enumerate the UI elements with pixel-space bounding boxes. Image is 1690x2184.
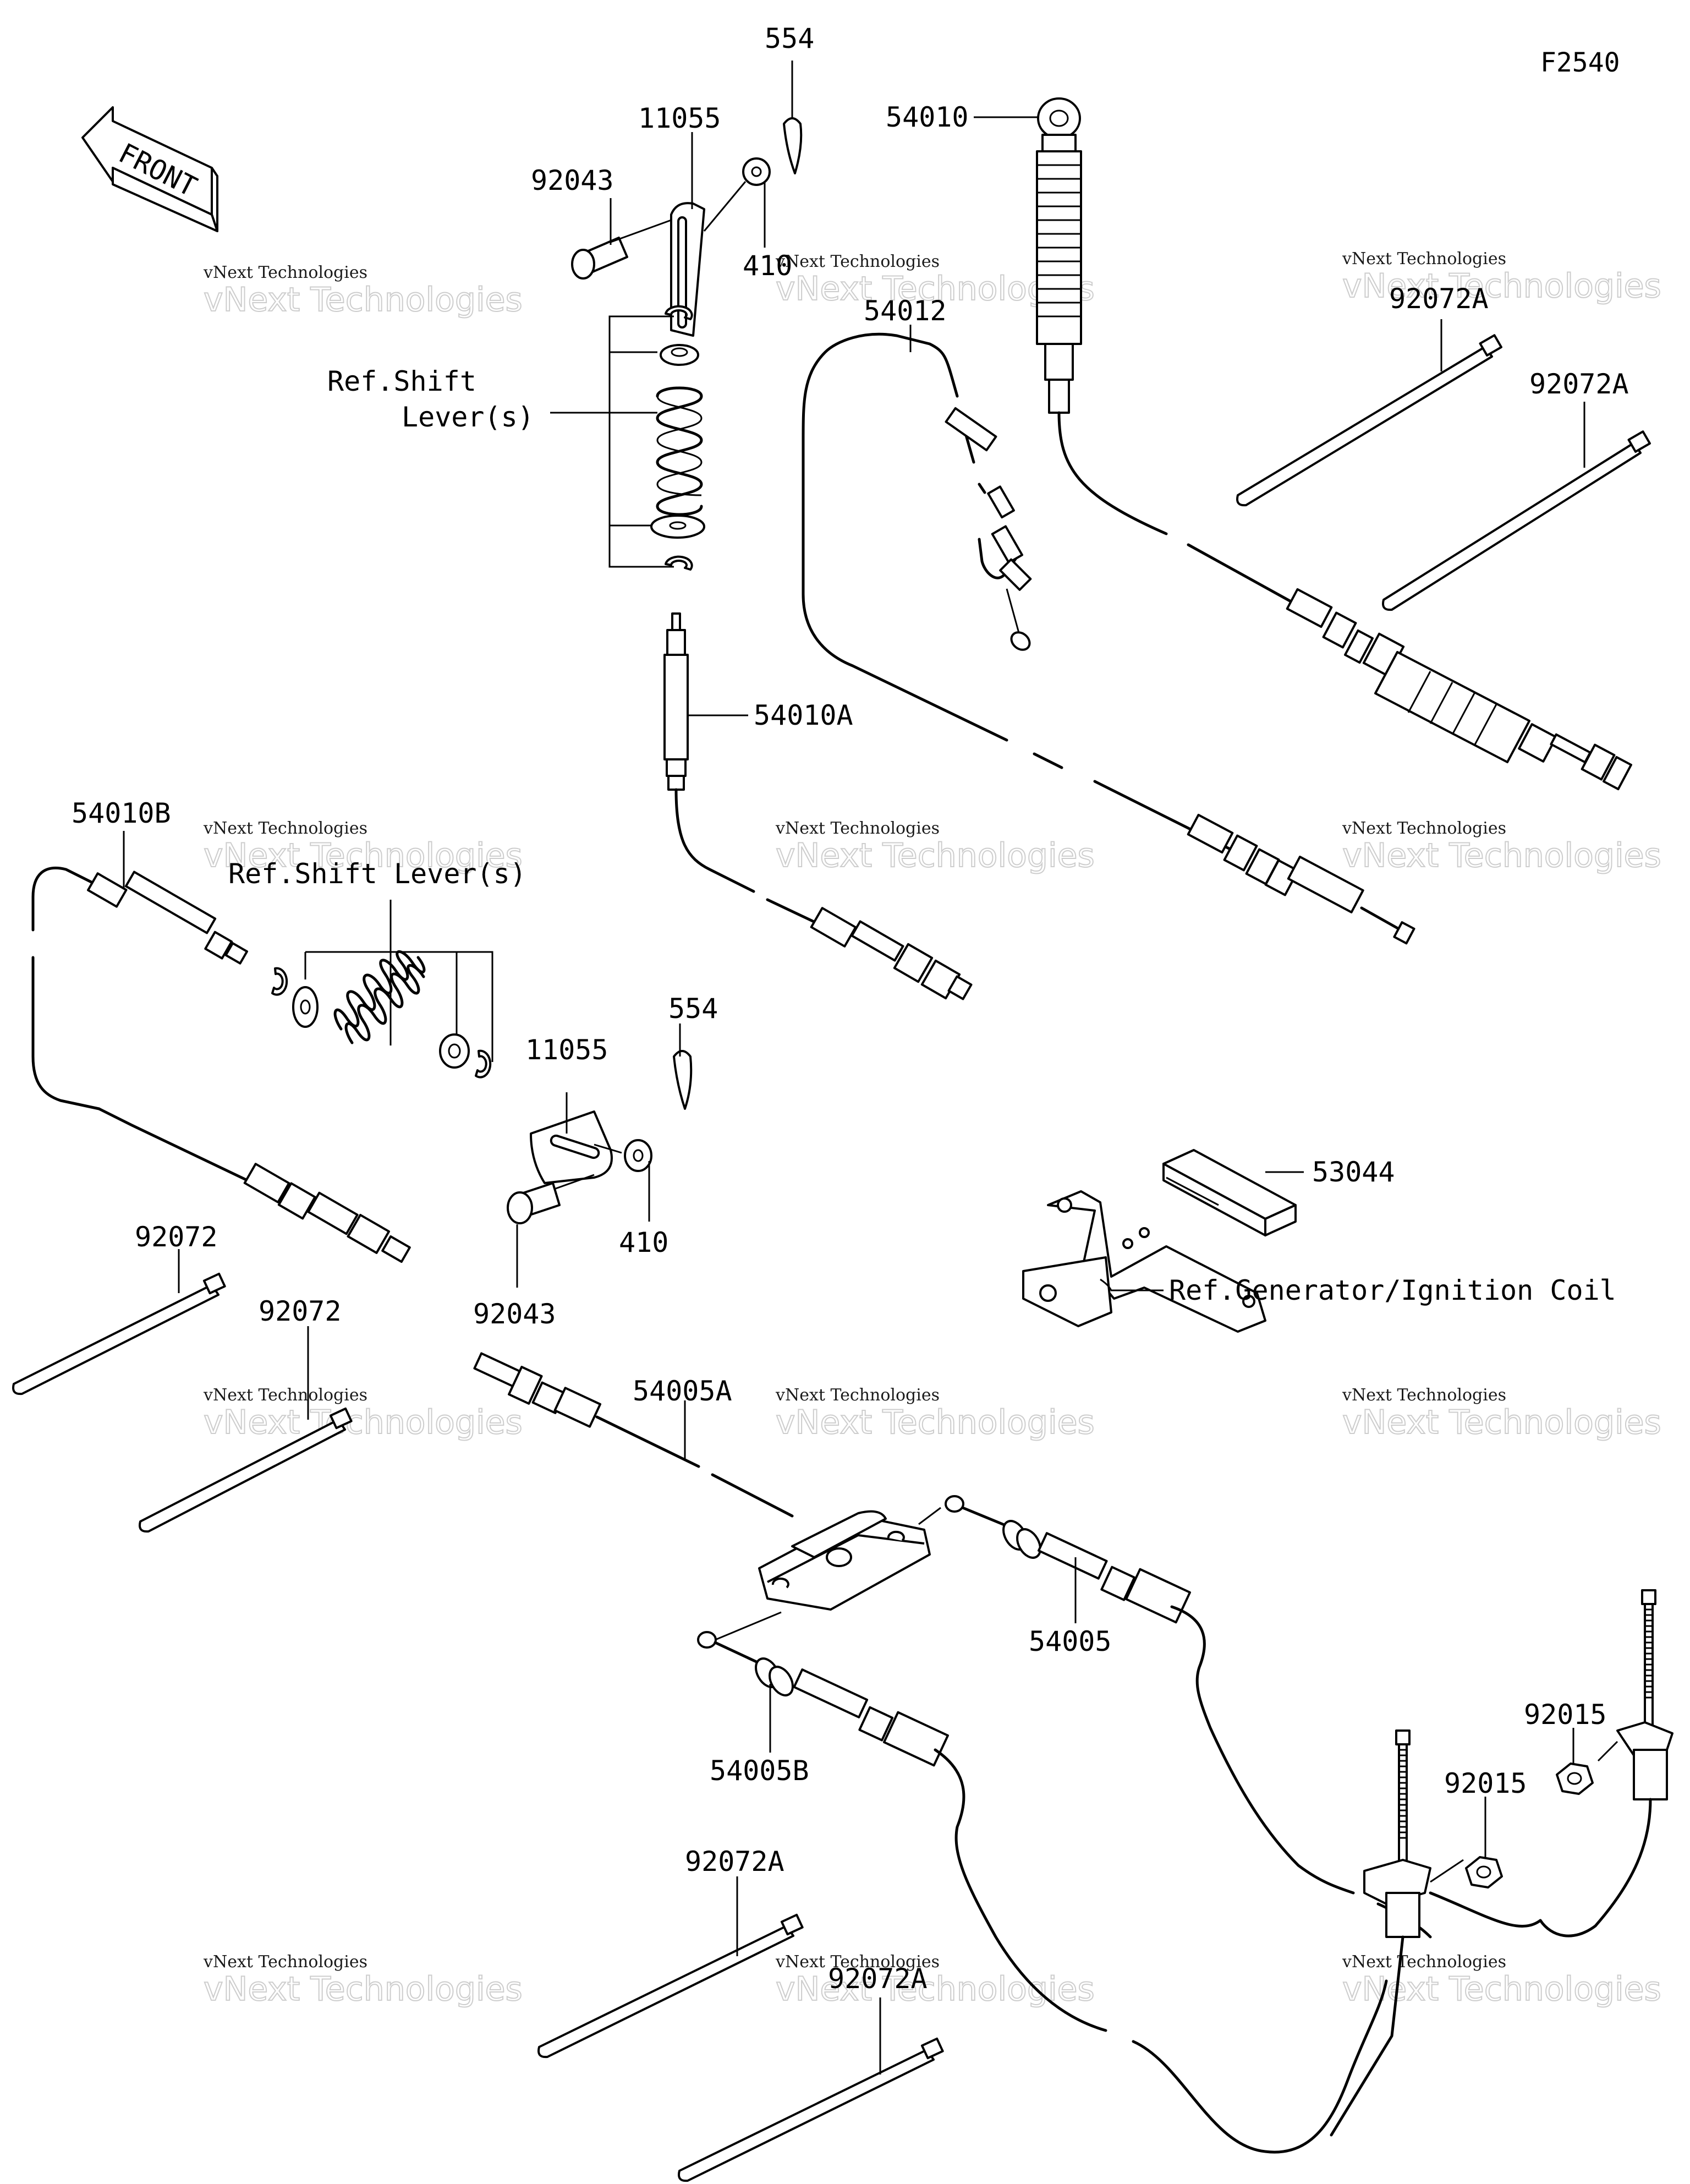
svg-text:vNext Technologies: vNext Technologies (203, 1386, 367, 1405)
svg-text:vNext Technologies: vNext Technologies (1342, 1403, 1661, 1442)
cable-54005b (697, 1631, 1388, 2154)
label-92043-mid: 92043 (473, 1298, 556, 1330)
label-92072a-tr2: 92072A (1529, 368, 1629, 400)
label-554-mid: 554 (668, 993, 718, 1025)
mid-shift-linkage (271, 900, 693, 1288)
cable-54012 (802, 325, 1415, 945)
washer-top (650, 514, 705, 539)
cable-54005a (473, 1352, 794, 1518)
tie-92072a-b1 (537, 1876, 804, 2059)
label-ref-shift-top-1: Ref.Shift (327, 365, 476, 397)
svg-text:vNext Technologies: vNext Technologies (1342, 1952, 1506, 1972)
cable-54010b (31, 831, 411, 1263)
label-92072-2: 92072 (259, 1295, 342, 1327)
tie-92072a-tr1 (1236, 319, 1502, 507)
svg-text:vNext Technologies: vNext Technologies (776, 836, 1095, 875)
svg-text:vNext Technologies: vNext Technologies (204, 1970, 523, 2008)
svg-text:vNext Technologies: vNext Technologies (1342, 1970, 1661, 2008)
label-54010a: 54010A (754, 699, 853, 731)
label-ref-shift-mid: Ref.Shift Lever(s) (228, 858, 526, 890)
svg-text:vNext Technologies: vNext Technologies (203, 263, 367, 282)
svg-text:vNext Technologies: vNext Technologies (203, 1952, 367, 1972)
label-54005b: 54005B (710, 1755, 809, 1787)
label-54012: 54012 (864, 295, 947, 327)
label-54010b: 54010B (72, 797, 171, 829)
spacer-mid (439, 1033, 470, 1069)
svg-text:vNext Technologies: vNext Technologies (1342, 267, 1661, 305)
label-11055-top: 11055 (638, 102, 721, 134)
tie-92072-2 (139, 1326, 353, 1533)
rod-assembly-right (1539, 1589, 1673, 1937)
svg-text:vNext Technologies: vNext Technologies (776, 1970, 1095, 2008)
label-92072a-b1: 92072A (685, 1846, 784, 1878)
top-shift-linkage (550, 61, 803, 571)
cotter-pin-554-mid (673, 1050, 693, 1110)
svg-text:vNext Technologies: vNext Technologies (203, 819, 367, 838)
cable-54010 (974, 97, 1632, 791)
label-54005a: 54005A (633, 1375, 732, 1407)
label-ref-generator: Ref.Generator/Ignition Coil (1169, 1274, 1616, 1306)
cotter-pin-554-top (783, 117, 803, 174)
label-410-top: 410 (743, 250, 792, 282)
nut-92015-1 (1556, 1728, 1594, 1795)
svg-text:vNext Technologies: vNext Technologies (1342, 819, 1506, 838)
e-clip-mid-1 (271, 967, 288, 996)
label-92043-top: 92043 (531, 165, 614, 196)
svg-text:vNext Technologies: vNext Technologies (775, 252, 940, 271)
label-54005: 54005 (1029, 1625, 1112, 1657)
svg-text:vNext Technologies: vNext Technologies (1342, 249, 1506, 269)
nut-92015-2 (1465, 1797, 1503, 1889)
svg-text:vNext Technologies: vNext Technologies (1342, 836, 1661, 875)
washer-410-top (742, 157, 771, 186)
front-arrow-icon: FRONT (81, 106, 218, 232)
svg-text:vNext Technologies: vNext Technologies (775, 1952, 940, 1972)
rod-assembly-left (1330, 1729, 1542, 2137)
label-92015-2: 92015 (1444, 1767, 1527, 1799)
label-54010: 54010 (886, 101, 969, 133)
tie-92072a-tr2 (1382, 402, 1651, 611)
label-92072a-b2: 92072A (828, 1963, 928, 1995)
cable-54005 (945, 1495, 1432, 1939)
label-410-mid: 410 (619, 1227, 668, 1258)
svg-text:vNext Technologies: vNext Technologies (204, 1403, 523, 1442)
label-53044: 53044 (1312, 1156, 1395, 1188)
e-clip-top-2 (665, 555, 693, 571)
washer-410-mid (624, 1139, 652, 1172)
cable-junction (715, 1507, 941, 1641)
label-92072-1: 92072 (135, 1221, 218, 1253)
svg-text:vNext Technologies: vNext Technologies (1342, 1386, 1506, 1405)
e-clip-top-1 (665, 305, 693, 320)
spring-top (656, 386, 703, 516)
spacer-top (660, 344, 699, 366)
label-11055-mid: 11055 (525, 1034, 608, 1066)
svg-text:vNext Technologies: vNext Technologies (775, 819, 940, 838)
tie-92072-1 (12, 1249, 226, 1395)
cable-54010a (663, 612, 973, 1000)
spring-mid (333, 950, 426, 1044)
svg-text:vNext Technologies: vNext Technologies (204, 836, 523, 875)
label-92015-1: 92015 (1524, 1699, 1607, 1731)
label-92072a-tr1: 92072A (1389, 283, 1489, 315)
svg-text:vNext Technologies: vNext Technologies (204, 281, 523, 319)
figure-number: F2540 (1540, 47, 1620, 78)
e-clip-mid-2 (475, 1049, 492, 1079)
svg-text:vNext Technologies: vNext Technologies (775, 1386, 940, 1405)
tie-92072a-b2 (678, 1997, 944, 2182)
label-ref-shift-top-2: Lever(s) (402, 401, 534, 433)
washer-mid (292, 986, 319, 1028)
label-554-top: 554 (765, 23, 814, 54)
bracket-53044 (1022, 1149, 1304, 1333)
svg-text:vNext Technologies: vNext Technologies (776, 1403, 1095, 1442)
